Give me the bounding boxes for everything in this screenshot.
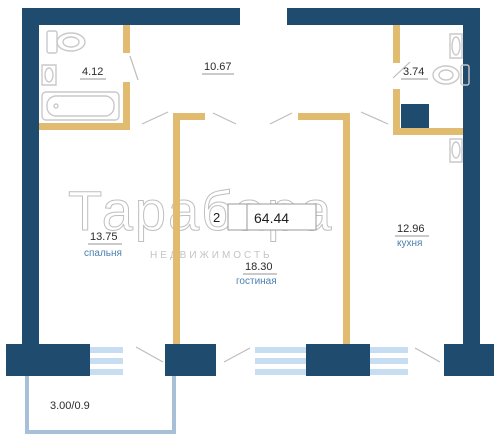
door-swings <box>129 55 441 363</box>
balcony-area: 3.00/0.9 <box>50 400 90 412</box>
door-bathroom <box>129 55 139 81</box>
window-living <box>255 347 306 375</box>
bedroom-area: 13.75 <box>90 231 118 243</box>
wc-toilet-icon <box>432 64 470 86</box>
window-bedroom <box>90 347 123 375</box>
door-living-right <box>269 112 293 125</box>
washbasin-icon <box>41 64 57 86</box>
living-area: 18.30 <box>245 261 273 273</box>
fixtures <box>41 30 470 163</box>
total-area-box: 2 64.44 <box>213 203 317 231</box>
windows <box>90 347 408 375</box>
outer-walls <box>6 8 494 376</box>
window-sash-living <box>223 347 251 363</box>
partition-wc-left-upper <box>393 25 400 63</box>
partition-living-right <box>343 113 350 344</box>
door-wc <box>392 61 411 79</box>
window-kitchen <box>370 347 408 375</box>
door-bedroom <box>141 111 169 125</box>
wall-bottom-block-1 <box>6 344 90 376</box>
partition-living-left <box>173 113 180 344</box>
total-area: 64.44 <box>254 210 289 226</box>
bedroom-name: спальня <box>84 248 122 259</box>
balcony <box>25 376 176 434</box>
kitchen-area: 12.96 <box>397 223 425 235</box>
partition-wc-left-lower <box>393 89 400 130</box>
window-sash-kitchen <box>414 347 441 363</box>
hallway-area: 10.67 <box>204 61 232 73</box>
partition-wc-bottom <box>393 128 463 135</box>
balcony-frame <box>25 376 176 434</box>
kitchen-name: кухня <box>397 238 422 249</box>
partition-living-top-left <box>173 113 205 120</box>
door-balcony <box>135 346 164 363</box>
living-name: гостиная <box>236 276 277 287</box>
wc-shaft <box>401 104 429 128</box>
door-living-left <box>212 112 237 125</box>
wall-left <box>22 8 39 375</box>
partition-bathroom-right <box>123 25 130 53</box>
door-kitchen <box>360 111 389 125</box>
bathtub-icon <box>41 91 120 121</box>
wc-sink-icon <box>449 33 463 59</box>
wall-right <box>463 8 480 375</box>
toilet-icon <box>46 30 86 54</box>
kitchen-sink-icon <box>449 138 463 163</box>
wc-area: 3.74 <box>403 66 424 78</box>
watermark-tagline: НЕДВИЖИМОСТЬ <box>150 250 273 261</box>
partition-bathroom-right-lower <box>123 82 130 130</box>
wall-top-right <box>287 8 480 25</box>
wall-bottom-block-2 <box>165 344 216 376</box>
wall-bottom-block-3 <box>306 344 370 376</box>
inner-walls <box>39 25 463 344</box>
partition-bathroom-bottom <box>39 123 130 130</box>
rooms-count: 2 <box>213 210 220 225</box>
room-labels: 4.12 10.67 3.74 13.75 спальня 18.30 гост… <box>50 61 429 412</box>
wall-top-left <box>22 8 240 25</box>
wall-bottom-block-4 <box>444 344 494 376</box>
total-area-frame <box>227 203 317 231</box>
bathroom-area: 4.12 <box>82 66 103 78</box>
partition-living-top-right <box>298 113 350 120</box>
